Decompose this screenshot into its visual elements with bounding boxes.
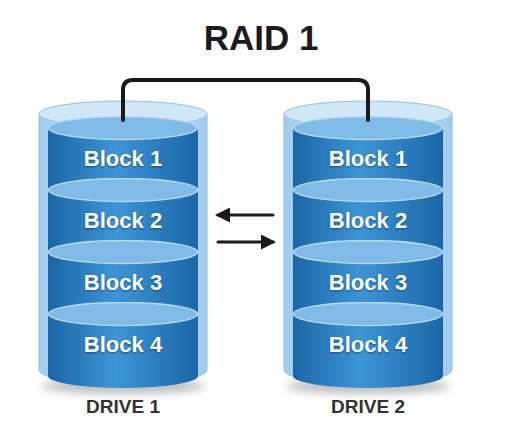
data-block: Block 4 bbox=[48, 302, 198, 388]
drive-label: DRIVE 2 bbox=[263, 396, 473, 418]
disk-segment-top bbox=[49, 241, 198, 264]
disk-segment-top bbox=[294, 179, 443, 202]
disk-segment-top bbox=[49, 179, 198, 202]
block-label: Block 4 bbox=[48, 314, 198, 376]
sync-arrow bbox=[218, 214, 273, 217]
sync-arrow bbox=[218, 241, 273, 244]
disk-segment-top bbox=[294, 303, 443, 326]
drive-cylinder: DRIVE 1Block 1Block 2Block 3Block 4 bbox=[38, 100, 208, 420]
data-block: Block 4 bbox=[293, 302, 443, 388]
diagram-title: RAID 1 bbox=[0, 18, 522, 58]
drive-cylinder: DRIVE 2Block 1Block 2Block 3Block 4 bbox=[283, 100, 453, 420]
block-label: Block 4 bbox=[293, 314, 443, 376]
disk-segment-top bbox=[294, 241, 443, 264]
disk-segment-top bbox=[49, 303, 198, 326]
drive-label: DRIVE 1 bbox=[18, 396, 228, 418]
mirror-link-line bbox=[123, 80, 368, 120]
